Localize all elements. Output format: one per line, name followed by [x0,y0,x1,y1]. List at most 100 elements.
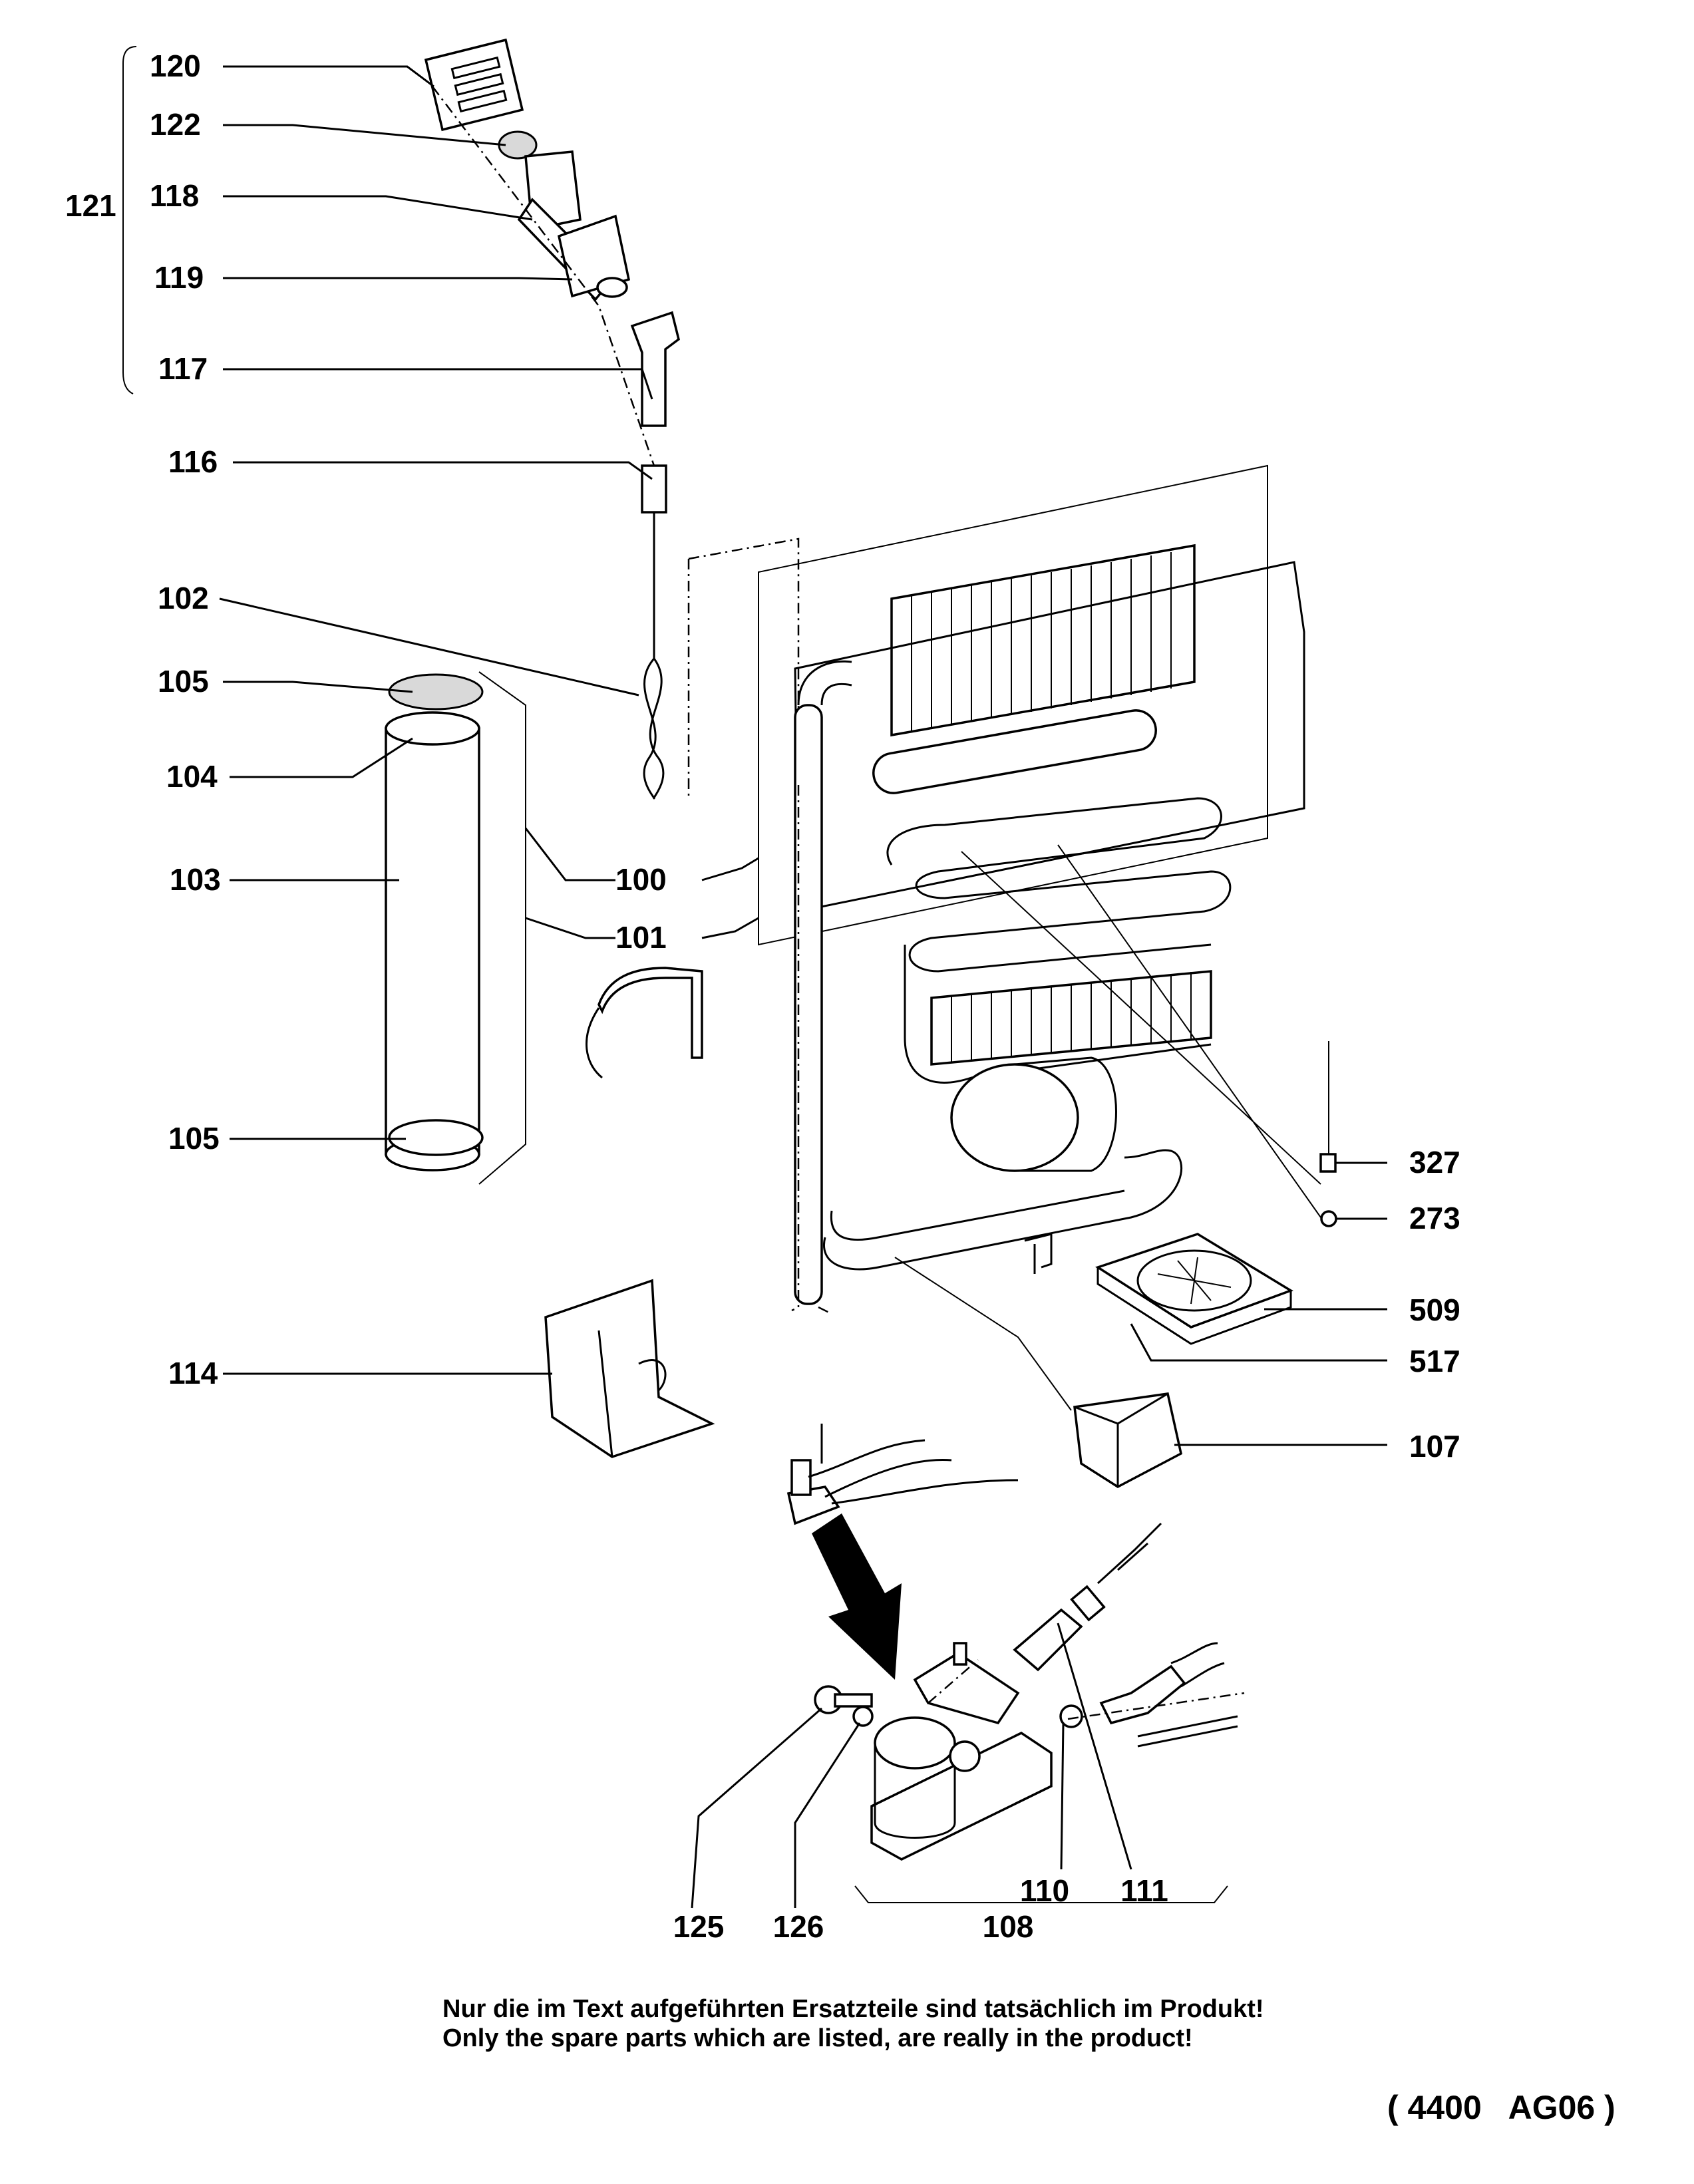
footer-notes: Nur die im Text aufgeführten Ersatzteile… [442,1995,1615,2126]
heat-shield-leader-pipe [894,1257,1072,1411]
baffle-bottom-part [388,1119,484,1156]
label-126: 126 [773,1909,824,1944]
dashed-connector-100 [791,785,832,1315]
coil-pipes-part [886,797,1232,973]
label-110: 110 [1020,1873,1069,1908]
fasteners [1319,1041,1337,1227]
absorber-fin-lines [951,972,1192,1062]
flue-assembly [122,38,680,800]
label-116: 116 [168,444,218,479]
lower-pipe-loop-part [823,1149,1182,1271]
heat-shield-part [1073,1392,1182,1489]
condenser-fins-part [890,544,1196,737]
label-100: 100 [615,862,667,897]
fan-frame-side [1097,1267,1292,1345]
label-117: 117 [158,351,208,386]
burner-pipe-part [597,967,703,1059]
note-german: Nur die im Text aufgeführten Ersatzteile… [442,1995,1264,2023]
group-bracket-108 [854,1885,1228,1903]
fan-assembly [1095,1233,1294,1345]
baffle-top-part [388,673,484,710]
cover-114 [544,1279,715,1458]
label-105-bottom: 105 [168,1121,220,1156]
burner-small-jet [790,1459,812,1496]
thermocouple-wire-part [1097,1522,1162,1585]
detail-arrow [812,1513,902,1680]
reservoir-tank-body [1014,1056,1117,1172]
group-bracket-121 [122,46,137,394]
label-118: 118 [150,178,199,213]
unit-back-panel [758,464,1268,946]
condenser-fin-lines [911,552,1172,732]
burner-unit-small [786,1424,1019,1525]
burner-tube-top-rim [385,711,480,746]
heat-shield-107 [894,1257,1182,1489]
flue-elbow-part [630,311,680,427]
flue-baffle-wire-part [643,512,665,800]
gas-pipe-part [1170,1642,1225,1688]
drawing-code: ( 4400 AG06 ) [1387,2089,1615,2126]
label-327: 327 [1409,1145,1460,1179]
label-101: 101 [615,920,667,955]
fan-blade-lines [1157,1257,1232,1305]
evaporator-tube-part [872,709,1157,794]
mounting-bracket-part [1024,1233,1053,1274]
burner-pipe-wire [586,1007,603,1079]
label-125: 125 [673,1909,725,1944]
boiler-tube-part [794,704,823,1305]
burner-cylinder-hole [949,1740,981,1772]
boiler-tube-top-elbow [797,660,852,706]
label-122: 122 [150,107,201,142]
bracket-screw-part [953,1642,967,1666]
label-119: 119 [154,260,204,295]
flue-tube-end [596,277,628,298]
burner-tube-part [385,727,480,1156]
label-108: 108 [983,1909,1034,1944]
burner-cylinder-top [874,1716,956,1770]
burner-small-wires [808,1439,1019,1505]
burner-tube-assembly [385,671,526,1185]
burner-base-part [870,1731,1053,1861]
fastener-alignment-line [961,844,1321,1218]
ignition-electrode-part [1137,1715,1238,1748]
flue-cover-part [424,38,524,132]
flue-alignment-line [432,86,655,466]
label-121: 121 [65,188,116,223]
label-111: 111 [1120,1873,1168,1908]
label-517: 517 [1409,1344,1460,1378]
leader-lines [219,65,1387,1909]
burner-cover-fold [597,1330,667,1458]
nut-273-part [1320,1210,1337,1227]
label-273: 273 [1409,1201,1460,1235]
heat-shield-fold [1074,1392,1168,1487]
absorber-loop-part [904,945,1212,1084]
burner-detail-assembly [814,1522,1245,1903]
label-102: 102 [158,581,209,615]
fan-blades-part [1136,1249,1252,1312]
screw-125-shank [834,1693,873,1708]
label-509: 509 [1409,1293,1460,1327]
thermo-bracket-part [913,1651,1020,1725]
injector-111-part [1013,1608,1083,1672]
flue-cover-slots [450,56,508,113]
reservoir-tank-part [950,1063,1079,1172]
clip-327-part [1319,1153,1337,1173]
label-107: 107 [1409,1429,1460,1464]
label-103: 103 [170,862,221,897]
unit-frame-dashed [687,538,800,798]
washer-126-part [852,1706,874,1727]
label-104: 104 [166,759,218,794]
burner-cylinder-body [874,1743,956,1839]
lower-pipe-loop-inner [830,1189,1125,1241]
gas-fitting-part [1099,1664,1186,1725]
nozzle-110-part [1059,1704,1083,1728]
cooling-unit [586,464,1321,1315]
flue-plate-part [557,214,631,298]
label-114: 114 [168,1356,218,1390]
part-labels: 120 122 121 118 119 117 116 102 105 104 … [65,49,1460,1944]
injector-cap [1070,1585,1106,1622]
note-english: Only the spare parts which are listed, a… [442,2024,1193,2052]
label-120: 120 [150,49,201,83]
tube-bracket-line [478,671,526,1185]
burner-cover-part [544,1279,715,1458]
